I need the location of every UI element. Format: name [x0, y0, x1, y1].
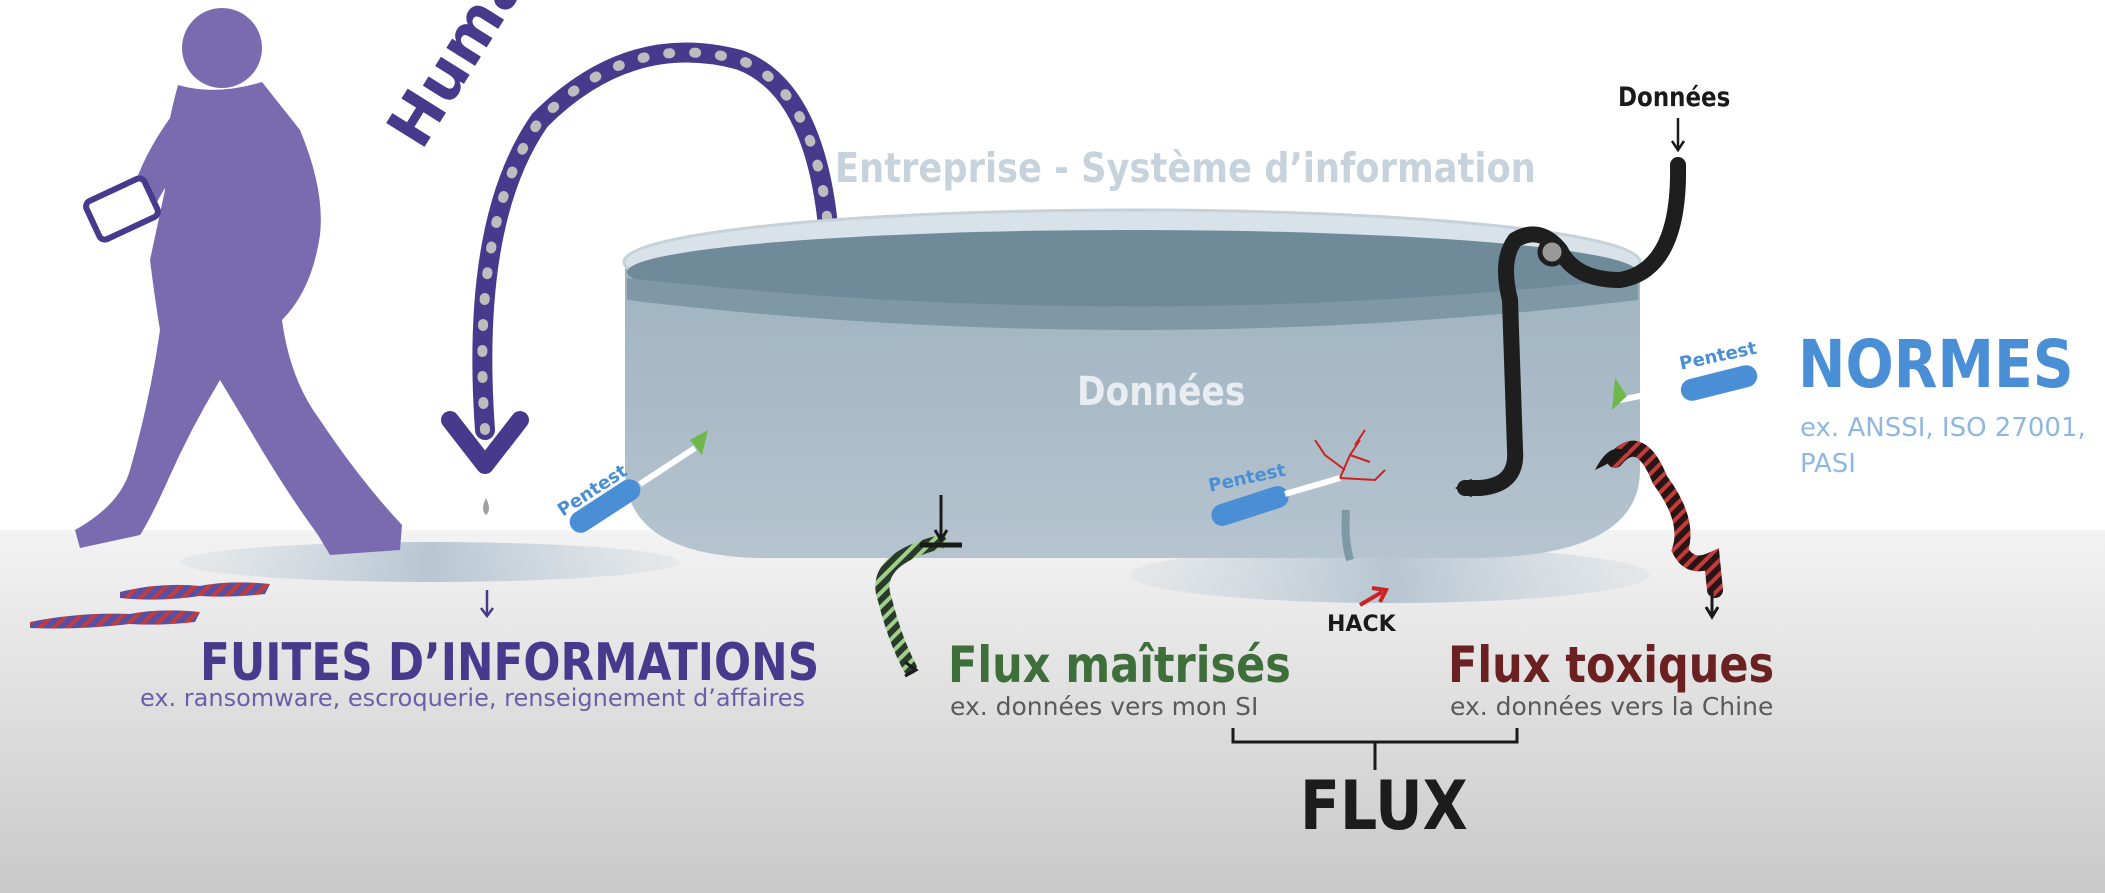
donnees-input-label: Données	[1618, 82, 1731, 113]
flux-maitrises-title: Flux maîtrisés	[948, 636, 1291, 694]
tablet-icon	[83, 175, 161, 243]
normes-description: ex. ANSSI, ISO 27001, PASI	[1800, 413, 2086, 479]
flux-toxiques-description: ex. données vers la Chine	[1450, 692, 1774, 721]
pentest-probe-right	[1612, 365, 1758, 410]
data-hose	[1454, 157, 1687, 498]
data-pool	[622, 208, 1642, 558]
crack-icon	[1314, 429, 1386, 482]
flux-toxiques-title: Flux toxiques	[1448, 636, 1775, 694]
human-silhouette	[75, 8, 402, 555]
footprints	[30, 582, 270, 629]
flux-label: FLUX	[1300, 767, 1468, 846]
hack-label: HACK	[1327, 612, 1396, 637]
puddle-center	[1130, 547, 1650, 603]
hack-arrow-icon	[1358, 586, 1390, 607]
floor	[0, 530, 2105, 893]
flux-bracket	[1231, 728, 1519, 770]
normes-title: NORMES	[1798, 326, 2074, 403]
fuites-title: FUITES D’INFORMATIONS	[200, 633, 820, 693]
pentest-probe-left	[569, 430, 708, 533]
entreprise-label: Entreprise - Système d’information	[835, 144, 1536, 192]
human-arc-dots	[477, 47, 835, 435]
flux-maitrises-description: ex. données vers mon SI	[950, 692, 1259, 721]
drop-icon	[483, 498, 489, 515]
puddle-left	[180, 542, 680, 582]
pentest-probe-mid	[1211, 475, 1341, 526]
donnees-pool-label: Données	[1077, 369, 1246, 415]
controlled-flux-pipe	[875, 495, 962, 678]
human-arc-arrowhead	[441, 411, 529, 474]
fuites-description: ex. ransomware, escroquerie, renseigneme…	[140, 684, 806, 712]
toxic-flux-pipe	[1595, 440, 1723, 620]
leak-stream	[1341, 509, 1354, 562]
